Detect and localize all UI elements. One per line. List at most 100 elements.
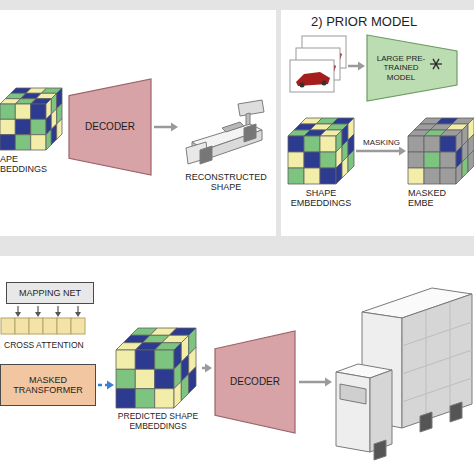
voxel-truck [402,350,472,374]
voxel-truck [336,372,370,452]
red-car-images [322,81,327,86]
trapezoid [367,35,457,101]
snowflake-icon [433,59,439,69]
cube-cell [462,156,468,178]
cube-cell [15,104,30,119]
node-text: APE BEDDINGS [0,154,46,175]
arrow-line [154,126,172,129]
voxel-truck [450,302,451,412]
node-text: 2) PRIOR MODEL [311,15,474,30]
cube-cell [348,150,354,172]
predicted-cube: PREDICTED SHAPE EMBEDDINGS [116,328,200,446]
trapezoid [215,331,295,433]
node-text: SHAPE EMBEDDINGS [288,188,354,209]
cube-cell [46,129,51,150]
condition-tokens [29,318,43,334]
trapezoid [69,79,151,175]
mapping-arrows [15,306,81,317]
voxel-car [200,146,212,164]
cube-cell [15,135,30,150]
red-car-images [290,36,346,92]
voxel-truck [374,440,386,460]
cube-cell [116,369,135,388]
masked-cube: MASKED EMBE [408,118,474,230]
cube-cell [31,135,46,150]
voxel-truck [370,370,392,452]
panel-ground [281,10,474,236]
node-text: LARGE PRE-TRAINED MODEL [374,54,428,82]
cube-cell [342,156,348,178]
condition-tokens [1,318,15,334]
cube-cell [155,389,174,408]
cube-cell [408,136,424,152]
cube-cell [135,369,154,388]
mapping-arrows [17,306,18,313]
label-holder: MASKING [362,138,401,147]
transformer-box: MASKED TRANSFORMER [0,364,96,406]
flow-arrow [154,123,178,132]
mapping-arrows [57,306,58,313]
node-text: DECODER [85,121,135,133]
voxel-truck [340,384,366,404]
arrow-line [356,150,400,153]
output-arrow [299,378,332,387]
cube-cell [31,104,46,119]
cube-cell [336,162,342,184]
reconstructed-shape: RECONSTRUCTED SHAPE [180,82,272,202]
red-car-images [300,83,305,88]
node-text: PREDICTED SHAPE EMBEDDINGS [116,412,200,432]
decoder-block: DECODER [214,330,296,434]
cube-cell [468,150,474,172]
cube-cell [155,350,174,369]
voxel-truck [426,310,427,420]
mapping-arrows [75,312,81,317]
cube-cell [116,389,135,408]
cube-cell [155,369,174,388]
red-car-images [290,60,334,92]
condition-tokens [43,318,57,334]
cube-cell [15,119,30,134]
mapping-arrows [35,312,41,317]
voxel-car [186,100,264,164]
cube-cell [424,168,440,184]
cube-cell [288,168,304,184]
cube-cell [181,374,188,401]
mapping-arrows [55,312,61,317]
cube-cell [456,162,462,184]
label-holder: CROSS ATTENTION [4,341,84,351]
cube-cell [440,136,456,152]
node-text: MAPPING NET [19,288,81,298]
image-arrow [348,65,359,68]
cube-cell [288,136,304,152]
node-text: RECONSTRUCTED SHAPE [180,172,272,193]
voxel-truck [402,294,472,428]
node-text: DECODER [230,376,280,388]
edge-label: MASKING [362,138,401,147]
embedding-cube: SHAPE EMBEDDINGS [288,118,354,230]
flow-arrow [98,381,114,390]
condition-tokens [71,318,85,334]
arrow-head [205,364,212,373]
output-arrow [299,381,326,384]
mapping-arrows [77,306,78,313]
voxel-truck [402,378,472,402]
cube-cell [174,381,181,408]
cube-cell [51,124,56,145]
cube-cell [135,389,154,408]
node-text: MASKED TRANSFORMER [5,375,91,396]
voxel-truck [336,288,472,460]
pretrained-model: LARGE PRE-TRAINED MODEL [366,34,458,102]
panel-ground [0,10,276,236]
condition-tokens [15,318,29,334]
cube-cell [440,152,456,168]
voxel-car [238,100,264,116]
cube-cell [408,168,424,184]
voxel-car [244,124,256,142]
cube-cell [116,350,135,369]
cube-cell [424,152,440,168]
arrow-line [98,384,108,387]
flow-arrow [202,364,212,373]
prior-model-panel: 2) PRIOR MODEL LARGE PRE-TRAINED MODEL SHA… [281,10,474,236]
